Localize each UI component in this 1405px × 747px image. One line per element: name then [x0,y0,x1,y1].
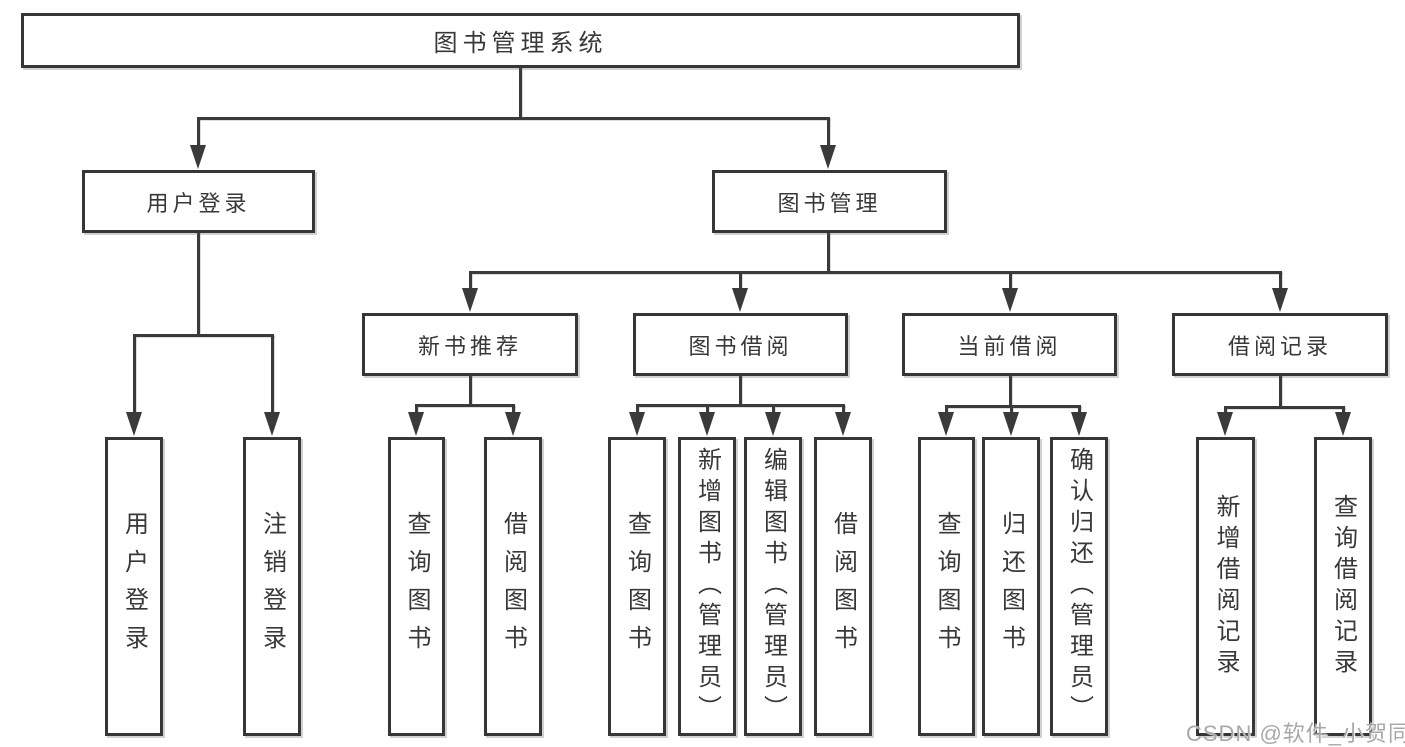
connector-hline [196,116,830,120]
connector-hline [468,270,1282,274]
connector-hline [414,403,515,407]
node-label: 图书管理 [777,190,882,216]
connector-arrow-stem [635,405,639,418]
arrowhead-down-icon [1335,412,1351,436]
arrowhead-down-icon [1071,412,1087,436]
arrowhead-down-icon [938,412,954,436]
node-borrow-books: 借阅图书 [814,437,872,736]
node-query-books-recommend: 查询图书 [388,437,445,736]
node-label: 新增借阅记录 [1212,493,1239,680]
node-label: 编辑图书（管理员） [759,447,787,726]
connector-arrow-stem [132,335,136,418]
node-add-borrow-record: 新增借阅记录 [1196,437,1255,736]
arrowhead-down-icon [835,412,851,436]
connector-hline [1223,405,1345,409]
connector-arrow-stem [705,405,709,418]
node-label: 用户登录 [120,510,148,663]
arrowhead-down-icon [1003,412,1019,436]
arrowhead-down-icon [190,145,206,169]
node-confirm-return-admin: 确认归还（管理员） [1050,437,1108,736]
arrowhead-down-icon [505,412,521,436]
arrowhead-down-icon [699,412,715,436]
arrowhead-down-icon [1272,288,1288,312]
node-logout-action: 注销登录 [243,437,301,736]
watermark: CSDN @软件_小贺同学 [1186,721,1405,746]
node-label: 注销登录 [258,510,286,663]
arrowhead-down-icon [732,288,748,312]
arrowhead-down-icon [629,412,645,436]
node-label: 新书推荐 [417,333,522,359]
node-return-books: 归还图书 [982,437,1040,736]
node-query-borrow-record: 查询借阅记录 [1314,437,1372,736]
node-label: 查询图书 [933,510,960,663]
connector-arrow-stem [1278,272,1282,294]
connector-arrow-stem [196,118,200,151]
connector-hline [635,403,845,407]
connector-vline [738,374,742,406]
connector-arrow-stem [1008,272,1012,294]
arrowhead-down-icon [1217,412,1233,436]
connector-arrow-stem [511,405,515,418]
node-edit-books-admin: 编辑图书（管理员） [744,437,802,736]
connector-vline [1008,374,1012,407]
connector-arrow-stem [826,118,830,151]
node-label: 当前借阅 [957,333,1062,359]
node-current-borrowing: 当前借阅 [902,313,1117,376]
connector-arrow-stem [468,272,472,294]
node-label: 查询图书 [403,510,430,663]
connector-vline [1278,374,1282,408]
connector-vline [518,66,522,119]
arrowhead-down-icon [126,412,142,436]
node-new-book-recommend: 新书推荐 [362,313,578,376]
connector-vline [196,231,200,336]
arrowhead-down-icon [462,288,478,312]
node-label: 查询图书 [623,510,651,663]
arrowhead-down-icon [1002,288,1018,312]
node-label: 借阅记录 [1227,333,1332,359]
connector-arrow-stem [738,272,742,294]
node-library-management-system: 图书管理系统 [21,13,1020,68]
node-label: 借阅图书 [829,510,857,663]
node-borrow-books-recommend: 借阅图书 [484,437,542,736]
connector-arrow-stem [414,405,418,418]
connector-hline [944,404,1081,408]
connector-arrow-stem [841,405,845,418]
node-user-login-action: 用户登录 [105,437,163,736]
node-label: 借阅图书 [499,510,527,663]
node-borrowing-records: 借阅记录 [1172,313,1388,376]
node-label: 图书借阅 [688,333,793,359]
arrowhead-down-icon [264,412,280,436]
node-book-management: 图书管理 [712,170,947,233]
node-user-login: 用户登录 [82,170,315,233]
connector-arrow-stem [270,335,274,418]
node-label: 查询借阅记录 [1329,493,1357,680]
connector-hline [132,333,274,337]
node-label: 用户登录 [146,190,251,216]
node-book-borrowing: 图书借阅 [633,313,848,376]
node-label: 确认归还（管理员） [1065,447,1093,726]
node-label: 新增图书（管理员） [693,447,721,726]
node-query-books-current: 查询图书 [918,437,975,736]
connector-vline [826,231,830,273]
node-label: 图书管理系统 [433,30,608,57]
arrowhead-down-icon [408,412,424,436]
node-label: 归还图书 [997,510,1025,663]
arrowhead-down-icon [820,145,836,169]
connector-arrow-stem [771,405,775,418]
arrowhead-down-icon [765,412,781,436]
connector-vline [468,374,472,406]
node-query-books-borrowing: 查询图书 [608,437,666,736]
node-add-books-admin: 新增图书（管理员） [678,437,736,736]
